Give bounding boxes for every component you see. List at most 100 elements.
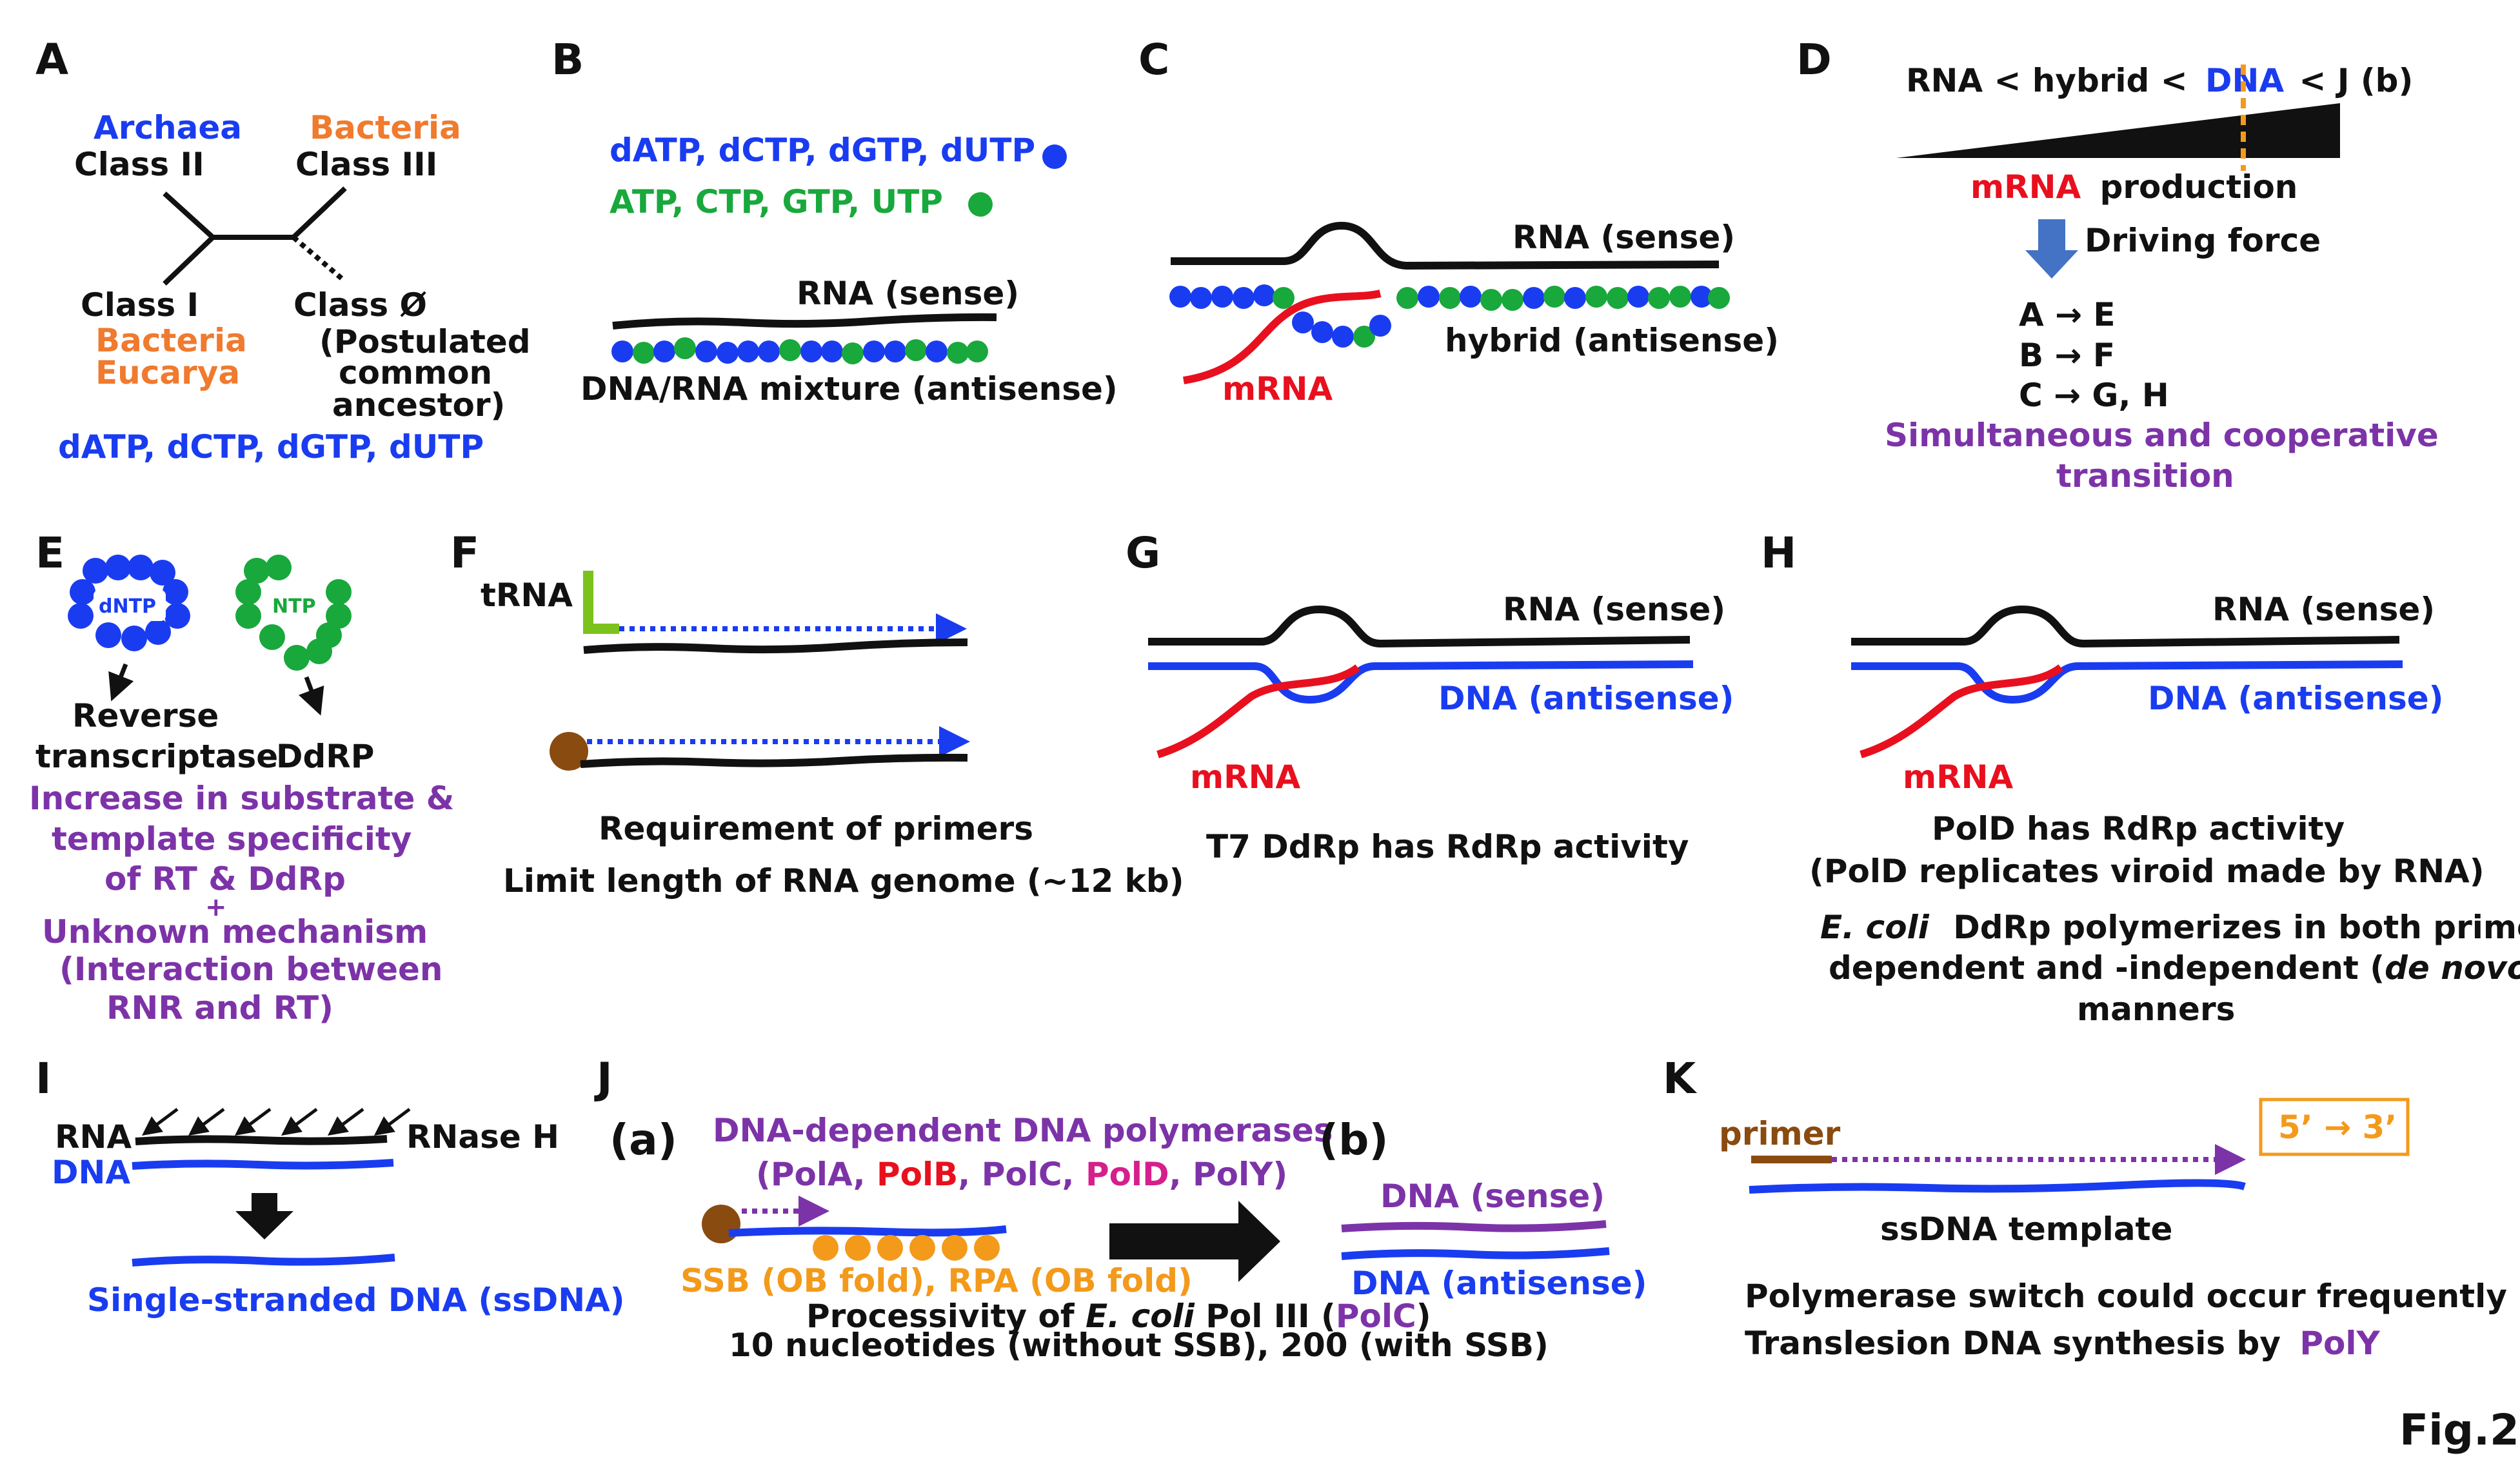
g-rna-sense: RNA (sense) (1503, 591, 1725, 628)
panel-letter-j: J (594, 1054, 613, 1103)
e-purple-4: Unknown mechanism (42, 913, 428, 951)
dntp-dot (1042, 144, 1067, 169)
panel-letter-c: C (1138, 35, 1169, 84)
rnase-arrows (141, 1107, 411, 1136)
panel-letter-h: H (1761, 528, 1796, 578)
h-caption-2: (PolD replicates viroid made by RNA) (1809, 853, 2485, 890)
comma-4: , (1169, 1156, 1193, 1193)
bacteria-bottom-label: Bacteria (95, 322, 247, 359)
g-dna-antisense: DNA (antisense) (1438, 680, 1734, 717)
proc-a: Processivity of (806, 1297, 1086, 1335)
g-rna-strand (1148, 605, 1691, 648)
h-caption-3: E. coli DdRp polymerizes in both primer- (1820, 909, 2520, 946)
mrna-strand (1183, 290, 1382, 384)
e-purple-1: Increase in substrate & (29, 780, 454, 817)
j-polymerase-blob (702, 1205, 740, 1243)
eucarya-label: Eucarya (95, 354, 240, 391)
comma-3: , (1062, 1156, 1086, 1193)
panel-letter-k: K (1663, 1054, 1698, 1103)
panel-b: B dATP, dCTP, dGTP, dUTP ATP, CTP, GTP, … (551, 35, 1118, 408)
ssdna-label: Single-stranded DNA (ssDNA) (87, 1281, 625, 1319)
dntp-label: dNTP (99, 595, 156, 618)
figure-label: Fig.2 (2399, 1405, 2519, 1455)
ssdna-template-label: ssDNA template (1880, 1210, 2172, 1248)
pola: PolA (771, 1156, 853, 1193)
driving-force-arrow (2025, 219, 2078, 279)
panel-letter-a: A (35, 35, 68, 84)
left-nucleotides (1169, 284, 1295, 309)
f-template-2 (580, 753, 968, 768)
ddrp-arrow (298, 676, 324, 716)
mixture-label: DNA/RNA mixture (antisense) (580, 370, 1118, 408)
ddrp-label: DdRP (276, 738, 374, 775)
postulated-line3: ancestor) (332, 386, 505, 424)
i-dna-label: DNA (52, 1154, 130, 1191)
i-down-arrow (235, 1193, 293, 1239)
dna-sense-strand (1341, 1220, 1607, 1232)
postulated-line1: (Postulated (319, 323, 531, 360)
h-caption-1: PolD has RdRp activity (1932, 810, 2345, 847)
pol-close: ) (1273, 1156, 1287, 1193)
i-rna-strand (135, 1135, 388, 1145)
panel-letter-b: B (551, 35, 584, 84)
gradient-wedge (1896, 103, 2340, 158)
driving-force-label: Driving force (2085, 222, 2321, 259)
i-dna-strand (132, 1159, 394, 1170)
sub-a-label: (a) (610, 1115, 677, 1165)
g-mrna-label: mRNA (1190, 758, 1300, 796)
mrna-word: mRNA (1970, 168, 2081, 206)
ntp-cluster (235, 555, 352, 671)
panel-c-mrna-label: mRNA (1222, 370, 1333, 408)
h-caption-4-a: dependent and -independent ( (1829, 949, 2385, 987)
hybrid-label: hybrid (antisense) (1445, 322, 1779, 359)
panel-letter-f: F (450, 528, 479, 578)
ntp-dot (968, 192, 993, 217)
class-i-label: Class I (81, 286, 199, 324)
panel-letter-d: D (1796, 35, 1832, 84)
h-caption-3-rest: DdRp polymerizes in both primer- (1953, 909, 2520, 946)
polc: PolC (982, 1156, 1062, 1193)
comma-2: , (958, 1156, 981, 1193)
h-caption-4: dependent and -independent (de novo) (1829, 949, 2520, 987)
f-template-1 (583, 638, 968, 654)
panel-f: F tRNA Requirement of primers Limit leng… (450, 528, 1184, 900)
ssdna-strand (132, 1254, 395, 1267)
polymerases-label: DNA-dependent DNA polymerases (713, 1112, 1333, 1149)
class-ii-label: Class II (74, 146, 204, 183)
pold: PolD (1086, 1156, 1169, 1193)
g-mrna-strand (1156, 664, 1360, 758)
e-plus: + (205, 893, 227, 922)
j-template-strand (728, 1225, 1007, 1237)
ecoli-italic: E. coli (1820, 909, 1930, 946)
tls-poly: PolY (2299, 1325, 2380, 1362)
h-mrna-strand (1860, 664, 2063, 758)
mrna-production-line: mRNA production (1970, 168, 2297, 206)
panel-k: K primer 5’ → 3’ ssDNA template Polymera… (1663, 1054, 2507, 1362)
h-caption-5: manners (2077, 991, 2235, 1028)
rna-strand (612, 313, 997, 330)
panel-letter-g: G (1126, 528, 1160, 578)
f-caption-2: Limit length of RNA genome (~12 kb) (503, 862, 1184, 900)
primer-label: primer (1719, 1115, 1841, 1152)
trna-label: tRNA (481, 577, 573, 614)
transition-3: C → G, H (2019, 377, 2169, 414)
processivity-label: Processivity of E. coli Pol III (PolC) (806, 1297, 1431, 1335)
bacteria-top-label: Bacteria (310, 109, 461, 146)
rnase-label: RNase H (406, 1118, 559, 1156)
proc-ecoli: E. coli (1086, 1297, 1195, 1335)
h-mrna-label: mRNA (1903, 758, 2013, 796)
panel-g: G RNA (sense) DNA (antisense) mRNA T7 Dd… (1126, 528, 1734, 865)
rt-label-2: transcriptase (35, 738, 278, 775)
g-dna-strand (1148, 660, 1694, 704)
panel-e: E dNTP NTP (29, 528, 454, 1027)
archaea-label: Archaea (94, 109, 242, 146)
transition-caption-2: transition (2056, 457, 2234, 495)
transition-2: B → F (2019, 337, 2115, 374)
pol-open: ( (756, 1156, 771, 1193)
phylogenetic-tree (163, 186, 347, 286)
e-purple-3: of RT & DdRp (104, 860, 346, 898)
trna-primer (583, 571, 619, 634)
poly: PolY (1193, 1156, 1273, 1193)
polb: PolB (877, 1156, 958, 1193)
postulated-line2: common (339, 354, 492, 391)
